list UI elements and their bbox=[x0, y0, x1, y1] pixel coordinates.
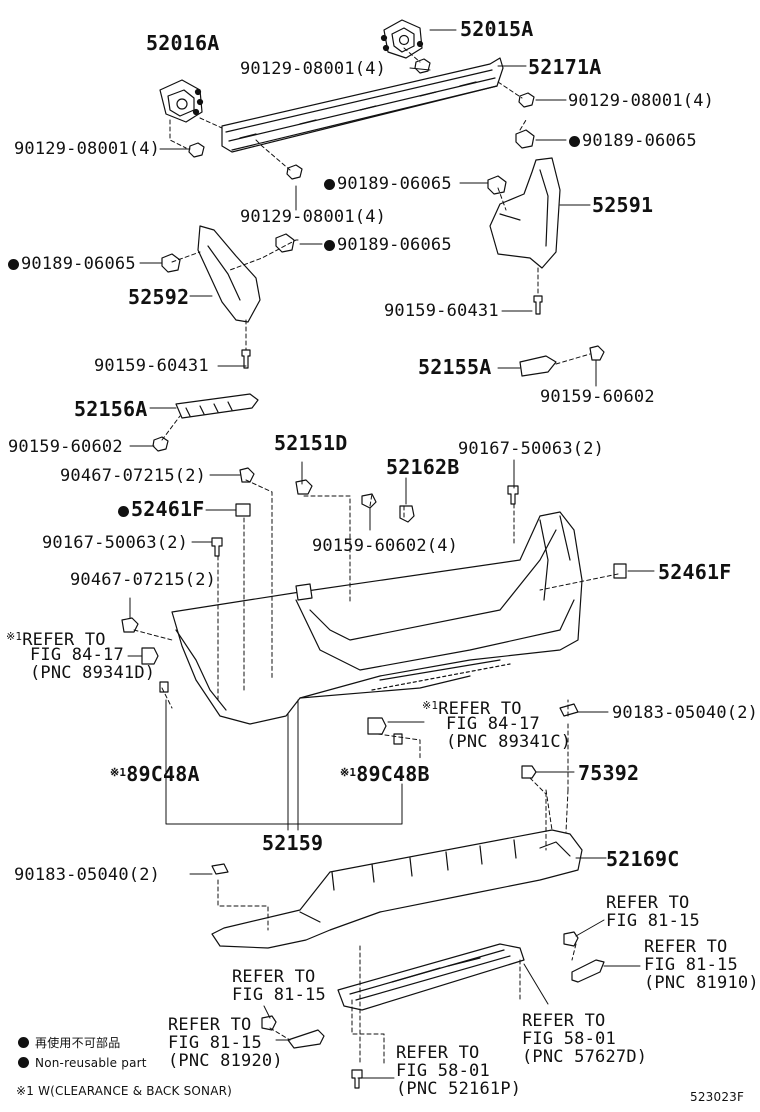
part-number-52016A[interactable]: 52016A bbox=[146, 31, 220, 55]
part-number-90129-08001-bottom[interactable]: 90129-08001(4) bbox=[240, 207, 387, 227]
refer-to-57627D-line3[interactable]: (PNC 57627D) bbox=[522, 1047, 648, 1067]
part-number-90467-07215-a[interactable]: 90467-07215(2) bbox=[60, 466, 207, 486]
refer-to-81-15-left-line1[interactable]: REFER TO bbox=[232, 967, 316, 987]
reflectors bbox=[261, 931, 605, 1089]
part-number-52151D[interactable]: 52151D bbox=[274, 431, 348, 455]
refer-to-52161P-line2[interactable]: FIG 58-01 bbox=[396, 1061, 490, 1081]
legend-note: ※1 W(CLEARANCE & BACK SONAR) bbox=[16, 1084, 233, 1098]
refer-to-52161P-line1[interactable]: REFER TO bbox=[396, 1043, 480, 1063]
part-number-90129-08001-left[interactable]: 90129-08001(4) bbox=[14, 139, 161, 159]
refer-to-89341C-line3[interactable]: (PNC 89341C) bbox=[446, 732, 572, 752]
assembly-lines bbox=[133, 47, 619, 1065]
part-number-52461F-left[interactable]: 52461F bbox=[118, 498, 204, 520]
part-number-52155A[interactable]: 52155A bbox=[418, 355, 492, 379]
refer-to-81-15-left-line2[interactable]: FIG 81-15 bbox=[232, 985, 326, 1005]
refer-to-81910-line2[interactable]: FIG 81-15 bbox=[644, 955, 738, 975]
part-number-90167-50063-top[interactable]: 90167-50063(2) bbox=[458, 439, 605, 459]
part-number-90189-06065-c[interactable]: 90189-06065 bbox=[324, 236, 452, 254]
part-number-89C48A[interactable]: ※189C48A bbox=[110, 762, 200, 786]
legend-non-reusable-en: Non-reusable part bbox=[18, 1056, 147, 1070]
part-number-52162B[interactable]: 52162B bbox=[386, 455, 460, 479]
bumper-cover-52159 bbox=[171, 511, 583, 725]
bolt-icons bbox=[188, 58, 535, 180]
part-number-52592[interactable]: 52592 bbox=[128, 285, 190, 309]
part-number-90159-60602-a[interactable]: 90159-60602 bbox=[540, 387, 655, 407]
refer-to-81-15-right-line2[interactable]: FIG 81-15 bbox=[606, 911, 700, 931]
part-number-90129-08001-right[interactable]: 90129-08001(4) bbox=[568, 91, 715, 111]
non-reusable-dot bbox=[324, 240, 335, 251]
non-reusable-dot bbox=[118, 506, 129, 517]
part-number-90183-05040-left[interactable]: 90183-05040(2) bbox=[14, 865, 161, 885]
part-number-90183-05040-right[interactable]: 90183-05040(2) bbox=[612, 703, 759, 723]
leader-lines bbox=[127, 29, 655, 1079]
refer-to-89341C-line1[interactable]: ※1REFER TO bbox=[422, 699, 522, 719]
part-number-90159-60431-right[interactable]: 90159-60431 bbox=[384, 301, 499, 321]
part-number-52156A[interactable]: 52156A bbox=[74, 397, 148, 421]
part-number-90189-06065-d[interactable]: 90189-06065 bbox=[8, 255, 136, 273]
part-number-90189-06065-b[interactable]: 90189-06065 bbox=[324, 175, 452, 193]
non-reusable-dot bbox=[18, 1057, 29, 1068]
refer-to-81920-line2[interactable]: FIG 81-15 bbox=[168, 1033, 262, 1053]
part-number-90167-50063-left[interactable]: 90167-50063(2) bbox=[42, 533, 189, 553]
part-number-52461F-right[interactable]: 52461F bbox=[658, 560, 732, 584]
part-number-52015A[interactable]: 52015A bbox=[460, 17, 534, 41]
refer-to-81910-line1[interactable]: REFER TO bbox=[644, 937, 728, 957]
refer-to-81920-line3[interactable]: (PNC 81920) bbox=[168, 1051, 283, 1071]
skid-plate bbox=[337, 943, 525, 1011]
sensor-icons bbox=[141, 647, 579, 875]
refer-to-89341C-line2[interactable]: FIG 84-17 bbox=[446, 714, 540, 734]
clip-icons bbox=[121, 467, 627, 633]
retainer-52591 bbox=[487, 129, 561, 315]
part-number-90189-06065-a[interactable]: 90189-06065 bbox=[569, 132, 697, 150]
bracket-52155A bbox=[519, 345, 605, 377]
bracket-52156A bbox=[152, 393, 259, 452]
lower-cover-52169C bbox=[211, 829, 583, 949]
refer-to-57627D-line2[interactable]: FIG 58-01 bbox=[522, 1029, 616, 1049]
part-number-52169C[interactable]: 52169C bbox=[606, 847, 680, 871]
refer-to-52161P-line3[interactable]: (PNC 52161P) bbox=[396, 1079, 522, 1099]
figure-id: 523023F bbox=[690, 1090, 745, 1104]
bracket-52016A bbox=[159, 79, 204, 123]
part-number-89C48B[interactable]: ※189C48B bbox=[340, 762, 430, 786]
part-number-75392[interactable]: 75392 bbox=[578, 761, 640, 785]
part-number-52171A[interactable]: 52171A bbox=[528, 55, 602, 79]
part-number-90159-60431-left[interactable]: 90159-60431 bbox=[94, 356, 209, 376]
refer-to-57627D-line1[interactable]: REFER TO bbox=[522, 1011, 606, 1031]
bracket-52015A bbox=[380, 19, 424, 59]
refer-to-89341D-line2[interactable]: FIG 84-17 bbox=[30, 645, 124, 665]
part-number-90159-60602-c[interactable]: 90159-60602(4) bbox=[312, 536, 459, 556]
part-number-90159-60602-b[interactable]: 90159-60602 bbox=[8, 437, 123, 457]
non-reusable-dot bbox=[324, 179, 335, 190]
non-reusable-dot bbox=[569, 136, 580, 147]
refer-to-81-15-right-line1[interactable]: REFER TO bbox=[606, 893, 690, 913]
refer-to-89341D-line3[interactable]: (PNC 89341D) bbox=[30, 663, 156, 683]
part-number-52159[interactable]: 52159 bbox=[262, 831, 324, 855]
retainer-52592 bbox=[161, 225, 295, 369]
non-reusable-dot bbox=[18, 1037, 29, 1048]
refer-to-81920-line1[interactable]: REFER TO bbox=[168, 1015, 252, 1035]
part-number-90467-07215-b[interactable]: 90467-07215(2) bbox=[70, 570, 217, 590]
refer-to-81910-line3[interactable]: (PNC 81910) bbox=[644, 973, 759, 993]
refer-to-89341D-line1[interactable]: ※1REFER TO bbox=[6, 630, 106, 650]
legend-non-reusable-jp: 再使用不可部品 bbox=[18, 1036, 120, 1050]
part-number-90129-08001-top[interactable]: 90129-08001(4) bbox=[240, 59, 387, 79]
non-reusable-dot bbox=[8, 259, 19, 270]
reinforcement-52171A bbox=[221, 57, 504, 153]
part-number-52591[interactable]: 52591 bbox=[592, 193, 654, 217]
